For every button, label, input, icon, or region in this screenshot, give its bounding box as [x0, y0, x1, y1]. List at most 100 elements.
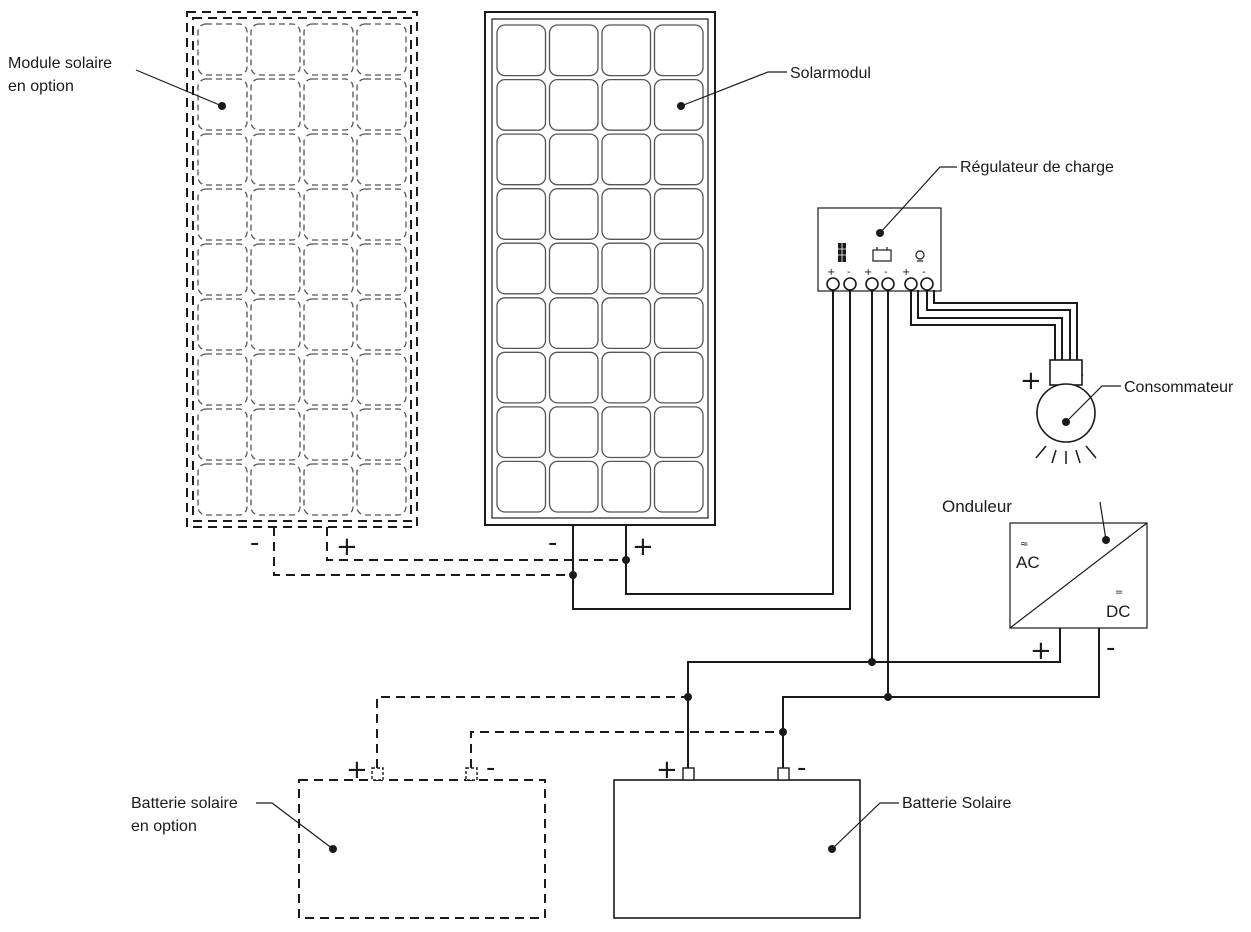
battery-option-label-2: en option: [131, 818, 197, 835]
solar-cell: [250, 463, 301, 516]
solar-cell: [303, 23, 354, 76]
solar-cell: [496, 406, 547, 459]
reg-term-3-plus: +: [864, 267, 872, 278]
battery-solar-label: Batterie Solaire: [902, 795, 1011, 812]
load-wire-minus-outer: [926, 290, 1071, 360]
optional-solar-module: [186, 11, 418, 528]
module-option-label-2: en option: [8, 78, 74, 95]
bulb-base: [1049, 359, 1083, 386]
solar-module-label: Solarmodul: [790, 65, 871, 82]
solar-cell: [303, 243, 354, 296]
solar-cell: [601, 351, 652, 404]
reg-term-5-plus: +: [902, 267, 910, 278]
solar-cell: [303, 78, 354, 131]
solar-cell: [303, 408, 354, 461]
solar-cell: [653, 242, 704, 295]
solar-cell: [496, 460, 547, 513]
solar-cell: [356, 243, 407, 296]
solar-cell: [548, 460, 599, 513]
junction-dot: [884, 693, 892, 701]
solar-cell: [548, 133, 599, 186]
solar-cell: [356, 408, 407, 461]
ac-label: AC: [1016, 553, 1040, 572]
solar-cell: [548, 24, 599, 77]
solar-cell: [356, 298, 407, 351]
optional-module-inner-frame: [192, 17, 412, 522]
solar-cell: [548, 297, 599, 350]
optional-battery: + - Batterie solaire en option: [131, 753, 546, 919]
bulb-icon: [915, 250, 925, 262]
option-module-plus-sign: +: [336, 532, 358, 562]
main-module-minus-wire: [572, 290, 851, 610]
solar-cell: [496, 78, 547, 131]
solar-cell: [356, 353, 407, 406]
battery-option-leader-dot: [329, 845, 337, 853]
regulator-terminals: [826, 277, 934, 291]
solar-cell: [548, 188, 599, 240]
solar-cell: [653, 460, 704, 513]
reg-term-4-minus: -: [884, 267, 888, 278]
main-module-plus-sign: +: [632, 532, 654, 562]
solar-cell: [601, 24, 652, 77]
solar-cell: [197, 188, 248, 241]
ac-symbol: ≈: [1020, 539, 1028, 550]
solar-cell: [601, 78, 652, 131]
inverter-leader: [1099, 501, 1107, 541]
main-battery-minus-terminal: [777, 767, 790, 781]
solar-cell: [356, 188, 407, 241]
junction-dot: [684, 693, 692, 701]
optional-battery-plus-sign: +: [346, 755, 368, 785]
option-battery-minus-wire: [470, 731, 783, 768]
module-option-leader: [135, 69, 223, 107]
main-module-outer-frame: [484, 11, 716, 526]
optional-battery-minus-terminal: [465, 767, 478, 781]
solar-cell: [250, 78, 301, 131]
load-wire-plus-outer: [910, 290, 1056, 360]
consumer-leader: [1065, 385, 1121, 423]
solar-cell: [496, 133, 547, 186]
solar-cell: [601, 297, 652, 350]
consumer-bulb: + - Consommateur: [910, 290, 1234, 464]
solar-cell: [548, 351, 599, 404]
junction-dot: [868, 658, 876, 666]
option-module-minus-wire: [273, 527, 573, 576]
solar-cell: [250, 188, 301, 241]
option-module-plus-wire: [326, 527, 626, 561]
main-battery-box: [613, 779, 861, 919]
main-battery-minus-sign: -: [797, 753, 806, 783]
bulb-rays: [1035, 445, 1097, 464]
solar-cell: [197, 408, 248, 461]
solar-cell: [303, 353, 354, 406]
dc-symbol: =: [1115, 587, 1123, 598]
solar-cell: [303, 188, 354, 241]
solar-cell: [250, 408, 301, 461]
module-option-label-1: Module solaire: [8, 55, 112, 72]
consumer-plus-sign: +: [1020, 366, 1042, 396]
reg-term-2-minus: -: [847, 267, 851, 278]
charge-regulator-box: [817, 207, 942, 292]
solar-cell: [653, 406, 704, 459]
main-solar-module: [484, 11, 716, 526]
main-battery-plus-sign: +: [656, 755, 678, 785]
main-module-cells: [496, 24, 704, 513]
panel-wiring: [273, 290, 851, 610]
inverter-label: Onduleur: [942, 497, 1012, 516]
solar-module-leader: [680, 71, 787, 107]
optional-battery-plus-terminal: [371, 767, 384, 781]
solar-module-leader-dot: [677, 102, 685, 110]
charge-regulator-leader: [879, 166, 957, 234]
solar-cell: [303, 298, 354, 351]
solar-cell: [250, 23, 301, 76]
solar-cell: [653, 351, 704, 404]
optional-module-cells: [197, 23, 407, 516]
solar-cell: [197, 353, 248, 406]
solar-cell: [601, 460, 652, 513]
battery-solar-leader: [831, 802, 899, 850]
battery-option-label-1: Batterie solaire: [131, 795, 238, 812]
charge-regulator-leader-dot: [876, 229, 884, 237]
solar-cell: [197, 243, 248, 296]
inverter-leader-dot: [1102, 536, 1110, 544]
battery-option-leader: [256, 802, 334, 850]
bulb-glass: [1036, 383, 1096, 443]
